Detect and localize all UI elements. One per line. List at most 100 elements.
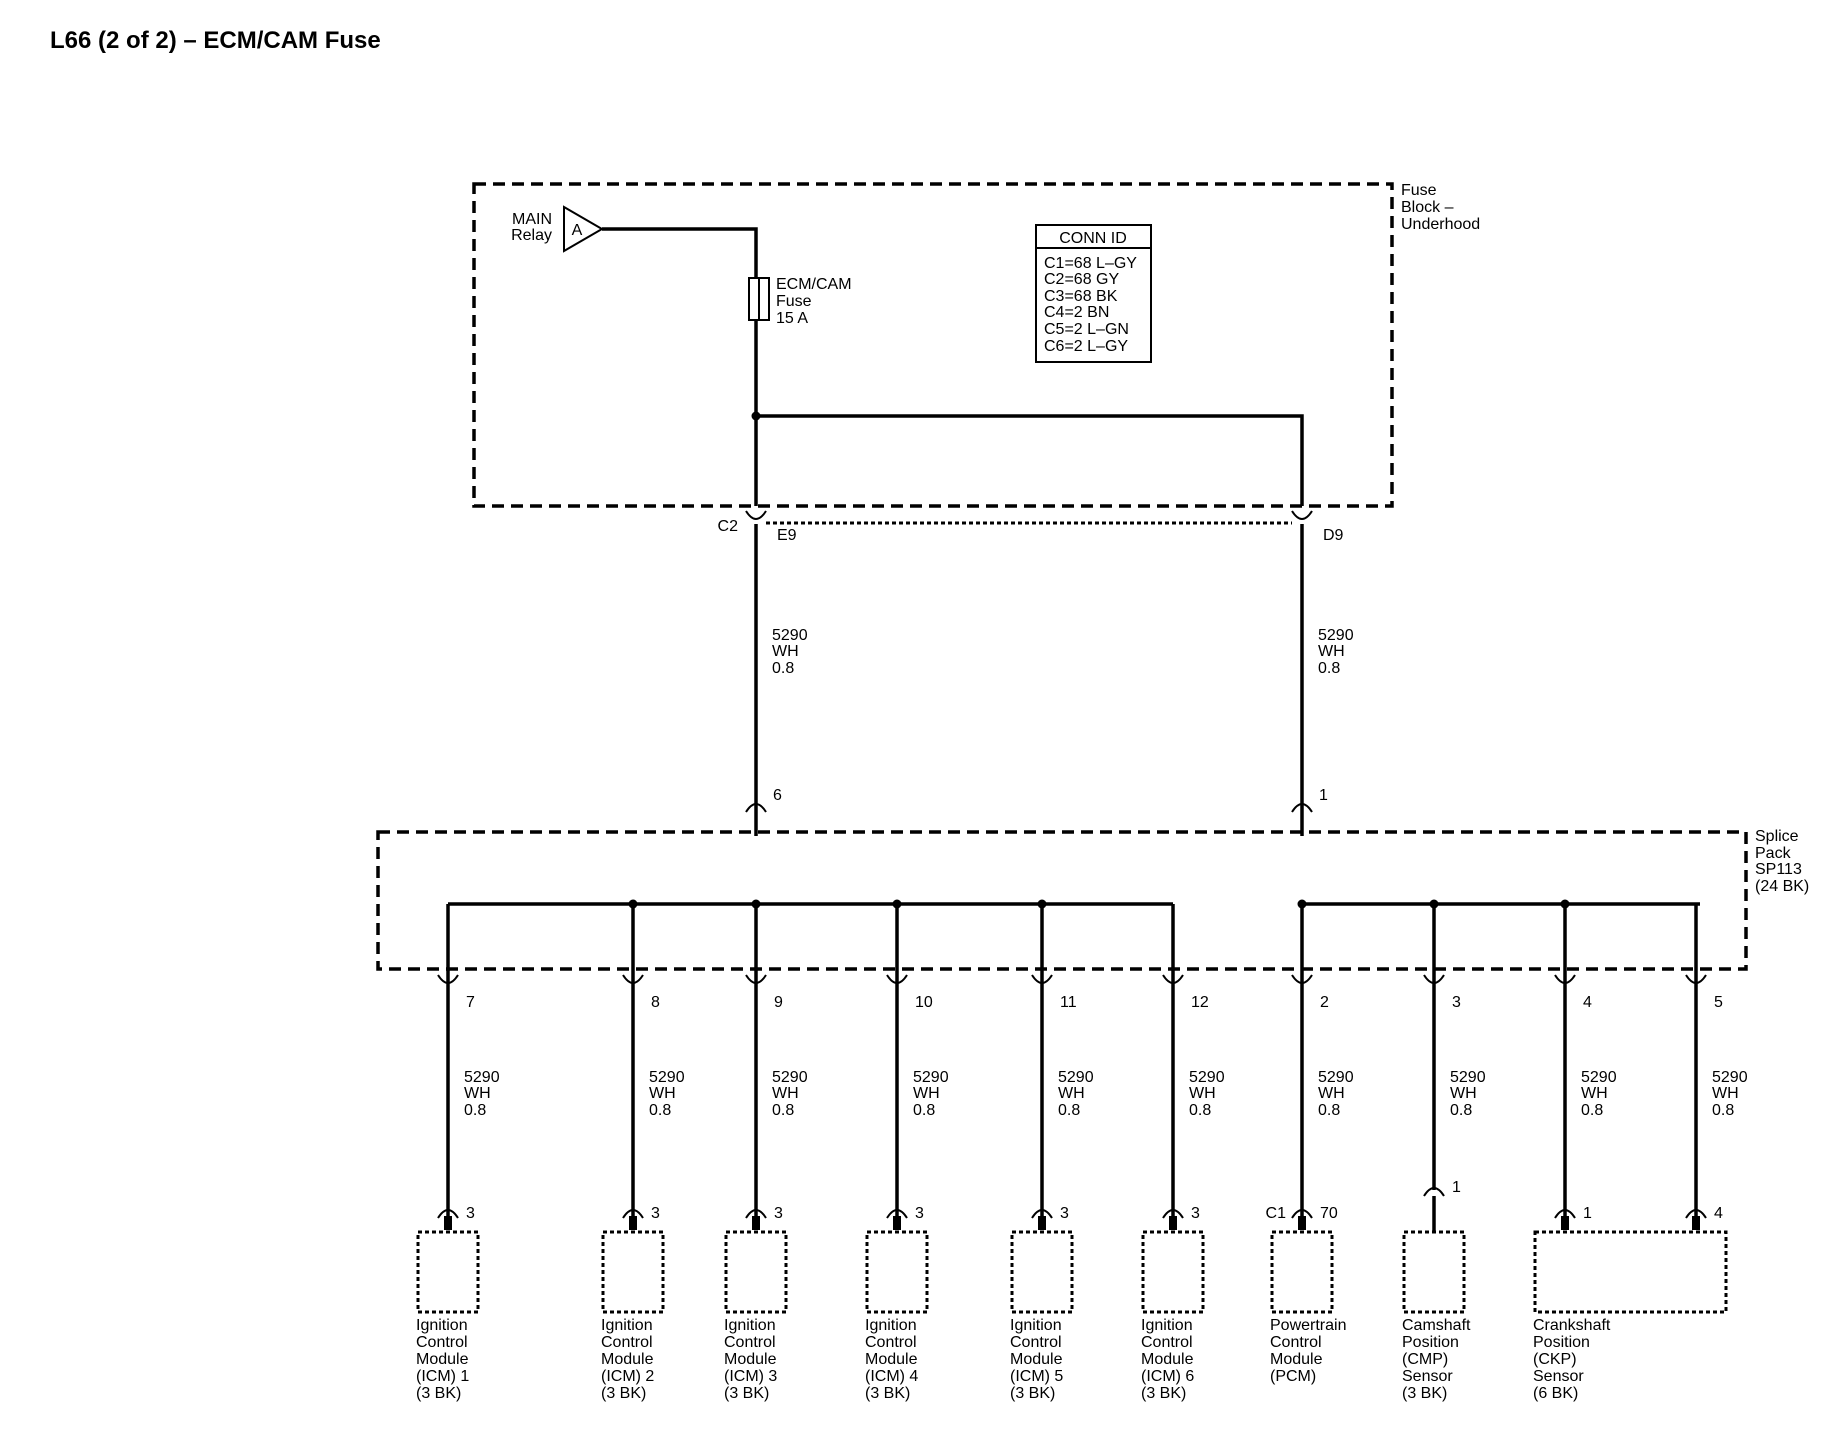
branch-wire-color: WH (1189, 1085, 1216, 1102)
relay-feed-wire (602, 227, 758, 278)
branch-circuit-number: 5290 (1058, 1069, 1094, 1086)
branch-circuit-number: 5290 (649, 1069, 685, 1086)
branch-wire-size: 0.8 (1712, 1102, 1734, 1119)
upper-wire-left-label: 5290 WH 0.8 (772, 627, 808, 677)
branch-circuit-number: 5290 (1581, 1069, 1617, 1086)
component-label-line: (ICM) 5 (1010, 1368, 1063, 1385)
branch-wire-size: 0.8 (464, 1102, 486, 1119)
splice-input-6-icon (745, 803, 767, 813)
component-label-line: Module (601, 1351, 654, 1368)
main-relay-label: MAIN Relay (511, 211, 552, 244)
component-terminal (1561, 1216, 1569, 1230)
branch-circuit-number: 5290 (1318, 1069, 1354, 1086)
conn-id-box (1035, 224, 1152, 363)
svg-text:C5=2 L–GN: C5=2 L–GN (1044, 321, 1129, 338)
component-terminal (1298, 1216, 1306, 1230)
component-terminal (1038, 1216, 1046, 1230)
branch-wire-color: WH (772, 1085, 799, 1102)
component-terminal (629, 1216, 637, 1230)
svg-text:Fuse: Fuse (1401, 182, 1437, 199)
svg-text:C2=68 GY: C2=68 GY (1044, 271, 1119, 288)
component-pin-label: 1 (1452, 1179, 1461, 1196)
branch-wire-color: WH (1318, 1085, 1345, 1102)
component-terminal (1169, 1216, 1177, 1230)
splice-output-connector-icon (1554, 974, 1576, 984)
splice-output-connector-icon (1031, 974, 1053, 984)
svg-text:WH: WH (1318, 643, 1345, 660)
branch-circuits: 75290WH0.8385290WH0.8395290WH0.83105290W… (416, 899, 1748, 1402)
component-label-line: (PCM) (1270, 1368, 1316, 1385)
component-connector-icon (1291, 1209, 1313, 1219)
svg-text:WH: WH (772, 643, 799, 660)
svg-text:Underhood: Underhood (1401, 216, 1480, 233)
component-label-line: Ignition (416, 1317, 468, 1334)
component-connector-icon (1031, 1209, 1053, 1219)
component-label-line: Ignition (724, 1317, 776, 1334)
component-connector-icon (1423, 1187, 1445, 1197)
svg-text:(24 BK): (24 BK) (1755, 878, 1809, 895)
component-box-7 (1270, 1230, 1334, 1314)
branch-wire-size: 0.8 (1058, 1102, 1080, 1119)
component-terminal (1692, 1216, 1700, 1230)
branch-wire-size: 0.8 (1189, 1102, 1211, 1119)
splice-output-connector-icon (1423, 974, 1445, 984)
svg-text:5290: 5290 (772, 627, 808, 644)
svg-text:Pack: Pack (1755, 845, 1792, 862)
component-label-line: (3 BK) (601, 1385, 646, 1402)
svg-text:0.8: 0.8 (1318, 660, 1340, 677)
branch-wire-color: WH (1450, 1085, 1477, 1102)
component-label-line: Camshaft (1402, 1317, 1471, 1334)
splice-output-connector-icon (745, 974, 767, 984)
component-label-line: Control (601, 1334, 653, 1351)
branch-wire-color: WH (1058, 1085, 1085, 1102)
component-box-9 (1533, 1230, 1728, 1314)
component-pin-label: 1 (1583, 1205, 1592, 1222)
svg-text:C3=68 BK: C3=68 BK (1044, 288, 1118, 305)
splice-output-pin-label: 9 (774, 994, 783, 1011)
component-label-line: Module (724, 1351, 777, 1368)
component-pin-label: 3 (1060, 1205, 1069, 1222)
component-label-line: Powertrain (1270, 1317, 1346, 1334)
branch-circuit-number: 5290 (1712, 1069, 1748, 1086)
component-label-line: Control (1141, 1334, 1193, 1351)
svg-text:ECM/CAM: ECM/CAM (776, 276, 852, 293)
connector-e9-pin-label: E9 (777, 527, 797, 544)
component-label-line: Crankshaft (1533, 1317, 1611, 1334)
component-box-8 (1402, 1230, 1466, 1314)
splice-output-connector-icon (886, 974, 908, 984)
splice-pack-label: Splice Pack SP113 (24 BK) (1755, 828, 1809, 895)
component-label-line: (3 BK) (724, 1385, 769, 1402)
component-label-line: Control (865, 1334, 917, 1351)
splice-input-1-icon (1291, 803, 1313, 813)
svg-text:Fuse: Fuse (776, 293, 812, 310)
component-label-line: Control (1010, 1334, 1062, 1351)
fuse-bus-junction (751, 411, 761, 421)
connector-c2-label: C2 (718, 518, 739, 535)
component-connector-icon (745, 1209, 767, 1219)
branch-wire-color: WH (1712, 1085, 1739, 1102)
component-label-line: (6 BK) (1533, 1385, 1578, 1402)
component-connector-icon (1162, 1209, 1184, 1219)
component-label-line: Module (865, 1351, 918, 1368)
component-pin-label: 3 (915, 1205, 924, 1222)
main-relay-marker: A (572, 222, 583, 239)
branch-wire-size: 0.8 (649, 1102, 671, 1119)
component-label-line: Module (1010, 1351, 1063, 1368)
component-label-line: Control (416, 1334, 468, 1351)
splice-output-pin-label: 10 (915, 994, 933, 1011)
diagram-title: L66 (2 of 2) – ECM/CAM Fuse (50, 27, 381, 54)
branch-wire-color: WH (913, 1085, 940, 1102)
component-connector-label: C1 (1266, 1205, 1287, 1222)
splice-output-pin-label: 5 (1714, 994, 1723, 1011)
svg-text:Block –: Block – (1401, 199, 1454, 216)
branch-circuit-number: 5290 (772, 1069, 808, 1086)
splice-pack-boundary (376, 830, 1748, 971)
branch-wire-color: WH (649, 1085, 676, 1102)
component-label-line: Ignition (1141, 1317, 1193, 1334)
splice-output-pin-label: 11 (1060, 994, 1077, 1011)
component-label-line: Ignition (1010, 1317, 1062, 1334)
component-box-3 (724, 1230, 788, 1314)
component-box-2 (601, 1230, 665, 1314)
svg-text:5290: 5290 (1318, 627, 1354, 644)
svg-text:C4=2 BN: C4=2 BN (1044, 304, 1109, 321)
